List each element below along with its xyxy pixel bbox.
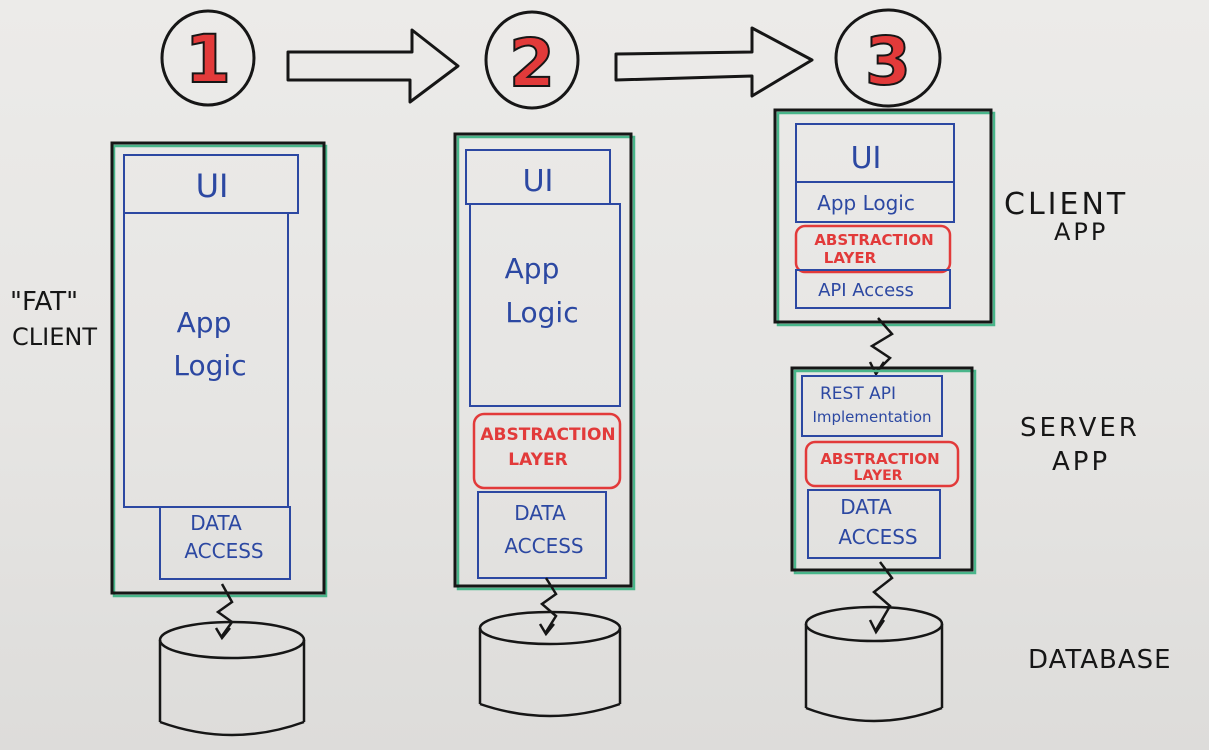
abstraction-label-line1: ABSTRACTION xyxy=(480,425,615,445)
data-access-label-line1: DATA xyxy=(514,501,566,525)
rest-api-label-line1: REST API xyxy=(820,384,896,404)
ui-label: UI xyxy=(196,167,229,205)
data-access-label-line2: ACCESS xyxy=(504,534,583,558)
side-label-fat: "FAT" xyxy=(10,287,78,317)
client-app-box xyxy=(453,132,633,588)
abstraction-label-line2: LAYER xyxy=(508,450,567,470)
database-cylinder xyxy=(804,605,944,723)
client-app-label-line2: APP xyxy=(1054,218,1108,246)
arrow-2-to-3 xyxy=(614,26,814,98)
abstraction-layer xyxy=(472,412,622,490)
step-3: 3 xyxy=(834,8,942,108)
database-cylinder xyxy=(158,620,306,737)
step-number: 1 xyxy=(185,21,231,98)
fat-client-diagram: "FAT" CLIENT UI App Logic DATA ACCESS xyxy=(10,141,328,737)
ui-label: UI xyxy=(851,141,882,176)
server-app-box xyxy=(790,366,974,572)
app-logic-label-line2: Logic xyxy=(173,349,246,382)
data-access-layer xyxy=(477,491,607,579)
connection-zigzag xyxy=(872,561,894,631)
connection-zigzag xyxy=(539,577,558,633)
app-logic-label-line2: Logic xyxy=(505,296,578,329)
step-number: 3 xyxy=(865,23,911,100)
api-access-label: API Access xyxy=(818,280,914,301)
abstraction-layer xyxy=(804,440,960,488)
client-server-diagram: UI App Logic ABSTRACTION LAYER API Acces… xyxy=(773,108,996,723)
abstraction-label-line1: ABSTRACTION xyxy=(814,231,933,249)
server-app-label-line1: SERVER xyxy=(1020,413,1140,443)
data-access-label-line2: ACCESS xyxy=(838,525,917,549)
client-app-label-line1: CLIENT xyxy=(1004,187,1128,222)
abstraction-layer xyxy=(794,224,952,274)
ui-label: UI xyxy=(523,164,554,199)
app-logic-label: App Logic xyxy=(817,191,915,215)
rest-api-label-line2: Implementation xyxy=(812,408,931,426)
data-access-label-line1: DATA xyxy=(190,511,242,535)
data-access-label-line1: DATA xyxy=(840,495,892,519)
app-logic-layer xyxy=(469,203,621,407)
api-access-layer xyxy=(795,269,951,309)
connection-zigzag xyxy=(869,317,894,373)
abstraction-label-line2: LAYER xyxy=(824,249,877,267)
data-access-layer xyxy=(159,506,291,580)
connection-zigzag xyxy=(215,583,234,637)
app-logic-label-line1: App xyxy=(177,306,232,339)
client-app-box xyxy=(110,141,326,595)
step-number: 2 xyxy=(509,25,555,102)
app-logic-layer xyxy=(795,181,955,223)
app-logic-label-line1: App xyxy=(505,252,560,285)
tier-labels: CLIENT APP SERVER APP DATABASE xyxy=(1004,187,1172,675)
arrow-1-to-2 xyxy=(286,28,460,104)
abstraction-label-line1: ABSTRACTION xyxy=(820,450,939,468)
step-1: 1 xyxy=(160,9,256,107)
side-label-client: CLIENT xyxy=(12,323,97,351)
data-access-label-line2: ACCESS xyxy=(184,539,263,563)
abstraction-label-line2: LAYER xyxy=(854,468,903,484)
server-app-label-line2: APP xyxy=(1052,447,1110,477)
abstraction-diagram: UI App Logic ABSTRACTION LAYER DATA ACCE… xyxy=(453,132,636,718)
database-cylinder xyxy=(478,610,622,718)
data-access-layer xyxy=(807,489,941,559)
step-2: 2 xyxy=(484,10,580,110)
database-label: DATABASE xyxy=(1028,645,1172,675)
rest-api-layer xyxy=(801,375,943,437)
